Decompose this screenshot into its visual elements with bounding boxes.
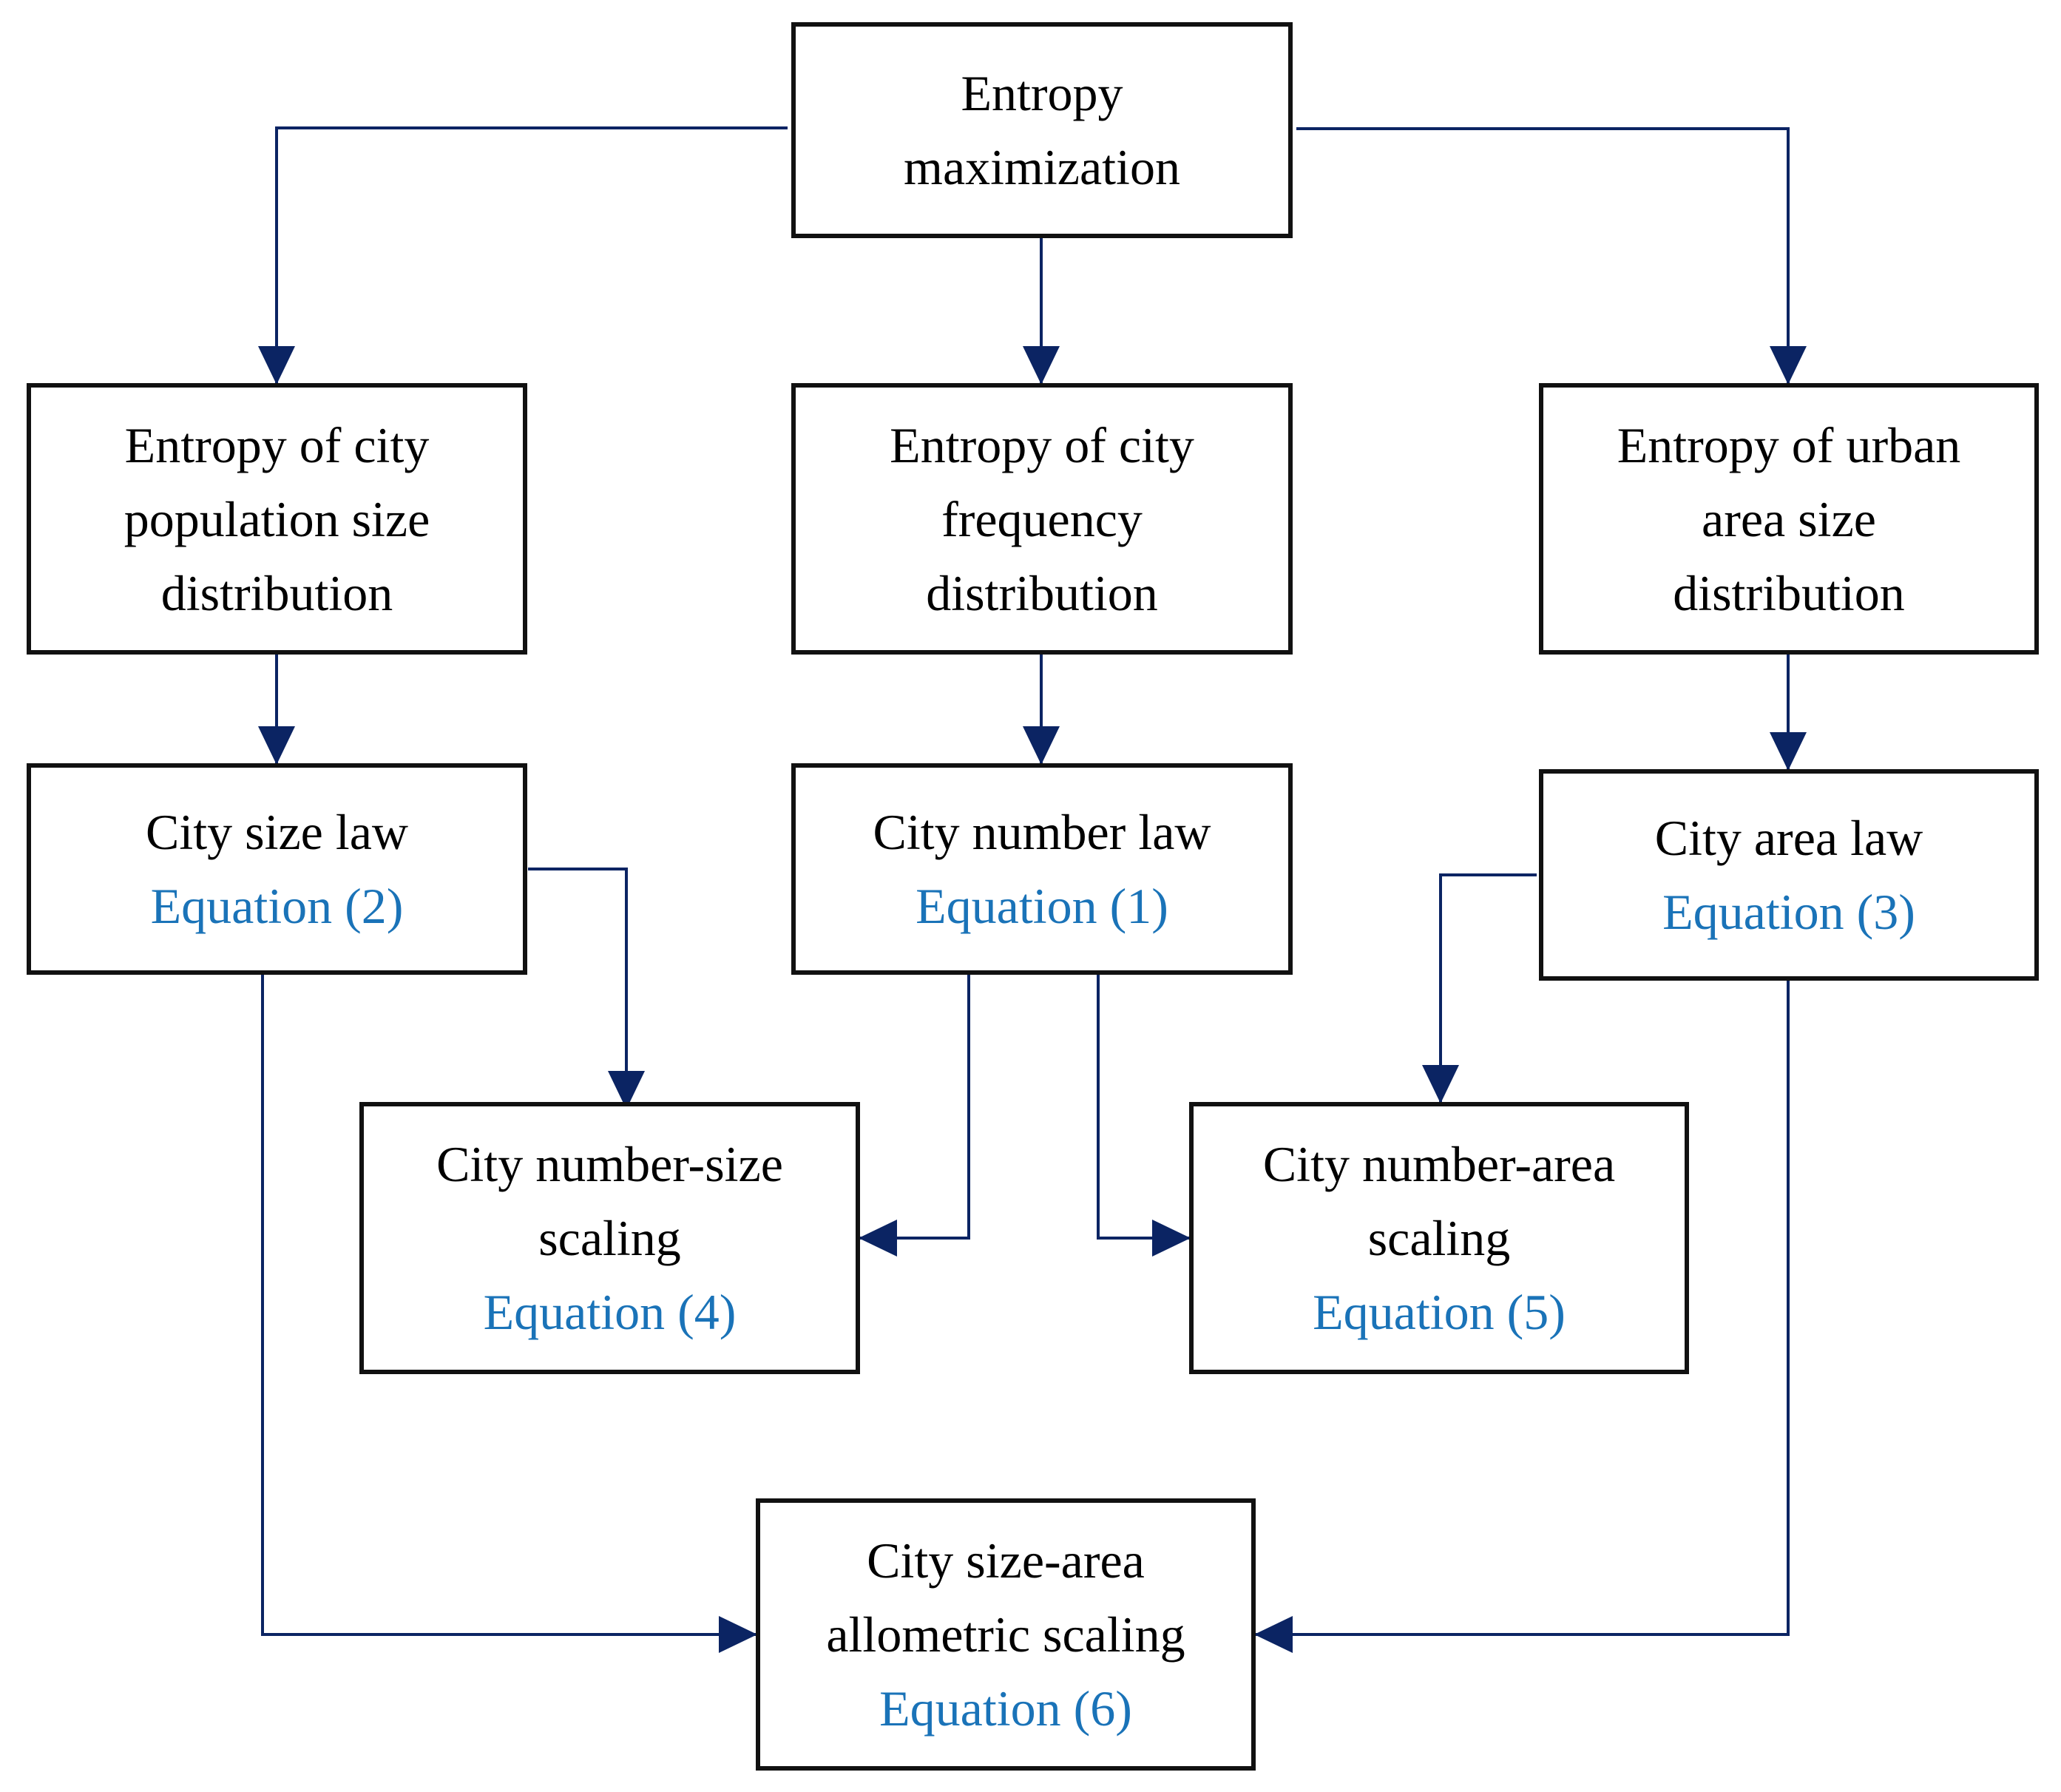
equation-label: Equation (2) <box>150 878 404 934</box>
arrow-max-to-pop <box>258 126 788 385</box>
node-label: City number-size <box>436 1136 783 1192</box>
node-label: Entropy of urban <box>1617 416 1961 473</box>
city-number-law-box: City number law Equation (1) <box>791 763 1293 975</box>
equation-label: Equation (4) <box>483 1284 737 1340</box>
equation-label: Equation (3) <box>1662 884 1915 940</box>
node-label: City size-area <box>867 1532 1145 1589</box>
entropy-maximization-box: Entropy maximization <box>791 22 1293 238</box>
arrow-number-law-to-number-area <box>1097 975 1191 1257</box>
entropy-population-box: Entropy of city population size distribu… <box>27 383 527 655</box>
city-number-size-scaling-box: City number-size scaling Equation (4) <box>359 1102 860 1374</box>
node-label: frequency <box>941 490 1143 547</box>
node-label: City area law <box>1654 810 1923 866</box>
node-label: scaling <box>538 1210 681 1266</box>
node-label: Entropy of city <box>124 416 430 473</box>
equation-label: Equation (1) <box>916 878 1168 934</box>
equation-label: Equation (6) <box>879 1680 1132 1737</box>
node-label: Entropy of city <box>890 416 1194 473</box>
arrow-area-law-to-size-area <box>1254 981 1790 1653</box>
node-label: maximization <box>904 139 1180 195</box>
node-label: allometric scaling <box>826 1606 1185 1663</box>
node-label: area size <box>1702 490 1876 547</box>
arrow-size-law-to-size-area <box>261 975 757 1653</box>
equation-label: Equation (5) <box>1313 1284 1566 1340</box>
node-label: City number-area <box>1262 1136 1616 1192</box>
node-label: distribution <box>1673 564 1905 621</box>
entropy-area-box: Entropy of urban area size distribution <box>1539 383 2039 655</box>
entropy-frequency-box: Entropy of city frequency distribution <box>791 383 1293 655</box>
node-label: population size <box>123 490 430 547</box>
node-label: Entropy <box>961 65 1123 121</box>
arrow-area-law-to-number-area <box>1422 873 1537 1103</box>
city-size-area-scaling-box: City size-area allometric scaling Equati… <box>756 1498 1256 1771</box>
arrow-size-law-to-number-size <box>528 868 645 1109</box>
city-size-law-box: City size law Equation (2) <box>27 763 527 975</box>
node-label: distribution <box>926 564 1158 621</box>
city-area-law-box: City area law Equation (3) <box>1539 769 2039 981</box>
node-label: City number law <box>873 804 1211 860</box>
node-label: distribution <box>160 564 393 621</box>
arrow-max-to-area <box>1296 127 1807 385</box>
arrow-number-law-to-number-size <box>859 975 970 1257</box>
node-label: City size law <box>145 804 409 860</box>
city-number-area-scaling-box: City number-area scaling Equation (5) <box>1189 1102 1689 1374</box>
node-label: scaling <box>1367 1210 1511 1266</box>
